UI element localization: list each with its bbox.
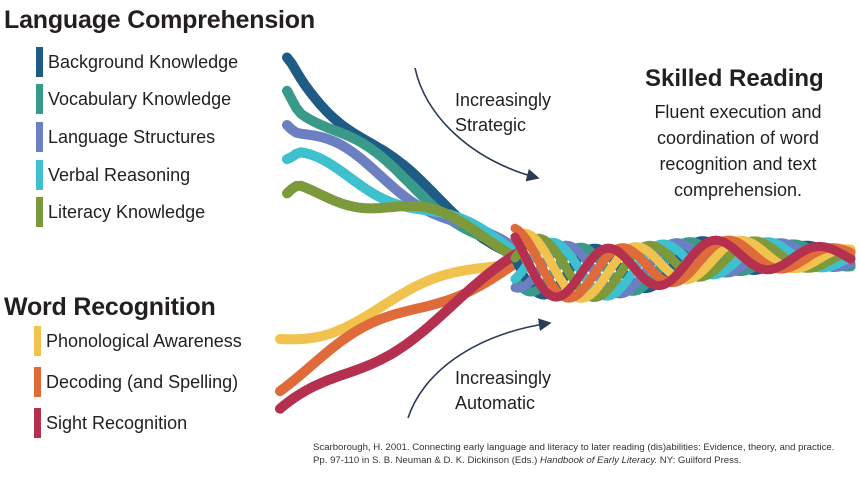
- background-knowledge-color-bar: [36, 47, 43, 77]
- decoding-color-bar: [34, 367, 41, 397]
- strategic-arrow: [414, 67, 540, 182]
- sight-recognition-color-bar: [34, 408, 41, 438]
- lower-strand: [275, 246, 525, 414]
- strategic-caption: Increasingly Strategic: [455, 88, 551, 138]
- vocabulary-knowledge-item: Vocabulary Knowledge: [36, 84, 232, 114]
- skilled-reading-title: Skilled Reading: [645, 65, 824, 92]
- literacy-knowledge-color-bar: [36, 197, 43, 227]
- phonological-awareness-item: Phonological Awareness: [34, 326, 242, 356]
- automatic-caption-line1: Increasingly: [455, 368, 552, 388]
- verbal-reasoning-color-bar: [36, 160, 43, 190]
- automatic-caption-line2: Automatic: [455, 393, 536, 413]
- phonological-awareness-label: Phonological Awareness: [46, 331, 242, 351]
- skilled-reading-line4: comprehension.: [673, 180, 803, 200]
- strategic-caption-line1: Increasingly: [455, 90, 552, 110]
- braid-strand: [510, 223, 856, 303]
- strategic-caption-line2: Strategic: [455, 115, 527, 135]
- literacy-knowledge-item: Literacy Knowledge: [36, 197, 206, 227]
- skilled-reading-line2: coordination of word: [656, 128, 820, 148]
- language-comprehension-heading: Language Comprehension: [4, 6, 315, 34]
- verbal-reasoning-label: Verbal Reasoning: [48, 165, 191, 185]
- citation-book: Handbook of Early Literacy.: [539, 455, 658, 466]
- automatic-arrow: [407, 318, 552, 419]
- vocabulary-knowledge-label: Vocabulary Knowledge: [48, 89, 232, 109]
- lower-strand: [275, 257, 525, 345]
- language-structures-color-bar: [36, 122, 43, 152]
- upper-strand: [282, 180, 525, 265]
- language-structures-item: Language Structures: [36, 122, 216, 152]
- literacy-knowledge-label: Literacy Knowledge: [48, 202, 206, 222]
- vocabulary-knowledge-color-bar: [36, 84, 43, 114]
- background-knowledge-item: Background Knowledge: [36, 47, 239, 77]
- automatic-caption: Increasingly Automatic: [455, 366, 551, 416]
- skilled-reading-line3: recognition and text: [659, 154, 817, 174]
- word-recognition-heading: Word Recognition: [4, 293, 216, 321]
- sight-recognition-item: Sight Recognition: [34, 408, 188, 438]
- sight-recognition-label: Sight Recognition: [46, 413, 188, 433]
- background-knowledge-label: Background Knowledge: [48, 52, 239, 72]
- citation: Scarborough, H. 2001. Connecting early l…: [313, 441, 843, 467]
- rope-strands: [275, 52, 856, 414]
- decoding-item: Decoding (and Spelling): [34, 367, 239, 397]
- citation-prefix: Scarborough, H. 2001. Connecting early l…: [313, 442, 835, 466]
- braid-strand: [510, 238, 856, 299]
- braid-strand: [510, 232, 856, 302]
- phonological-awareness-color-bar: [34, 326, 41, 356]
- decoding-label: Decoding (and Spelling): [46, 372, 239, 392]
- language-structures-label: Language Structures: [48, 127, 216, 147]
- verbal-reasoning-item: Verbal Reasoning: [36, 160, 191, 190]
- citation-suffix: NY: Guilford Press.: [659, 455, 742, 466]
- skilled-reading-line1: Fluent execution and: [654, 102, 822, 122]
- skilled-reading-description: Fluent execution and coordination of wor…: [643, 99, 833, 203]
